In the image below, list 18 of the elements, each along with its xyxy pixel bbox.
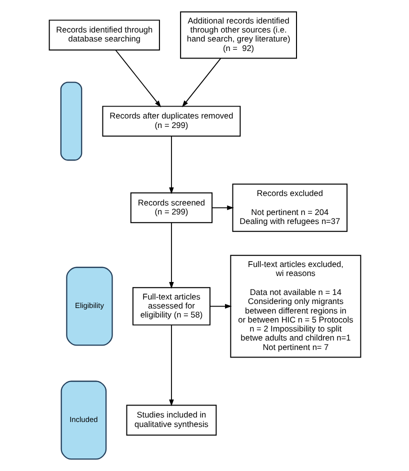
arrow <box>114 50 161 108</box>
arrow <box>168 324 174 406</box>
node-box: Additional records identified through other sources (i.e. hand search, grey literature) (n = 92) <box>180 11 296 59</box>
node-box: Eligibility <box>66 266 112 346</box>
arrow <box>181 58 221 108</box>
node-box: Records after duplicates removed (n = 299) <box>102 106 240 137</box>
node-box: Records identified through database searching <box>48 20 160 50</box>
node-box <box>60 82 82 161</box>
arrow <box>168 222 174 289</box>
node-box: Included <box>60 380 106 460</box>
node-box: Records screened (n = 299) <box>130 192 212 224</box>
arrow <box>168 136 174 194</box>
node-box: Full-text articles assessed for eligibility (n = 58) <box>132 287 210 326</box>
node-box: Studies included in qualitative synthesis <box>126 404 216 436</box>
arrow <box>211 205 234 210</box>
arrow <box>209 304 232 309</box>
node-box: Records excluded Not pertinent n = 204 Dealing with refugees n=37 <box>232 184 348 232</box>
node-box: Full-text articles excluded, wi reasons Data not available n = 14 Considering only migrants between different regions in or between HIC n = 5 Protocols n = 2 Impossibility to split betwe adults and children n=1 Not pertinent n= 7 <box>230 254 361 358</box>
